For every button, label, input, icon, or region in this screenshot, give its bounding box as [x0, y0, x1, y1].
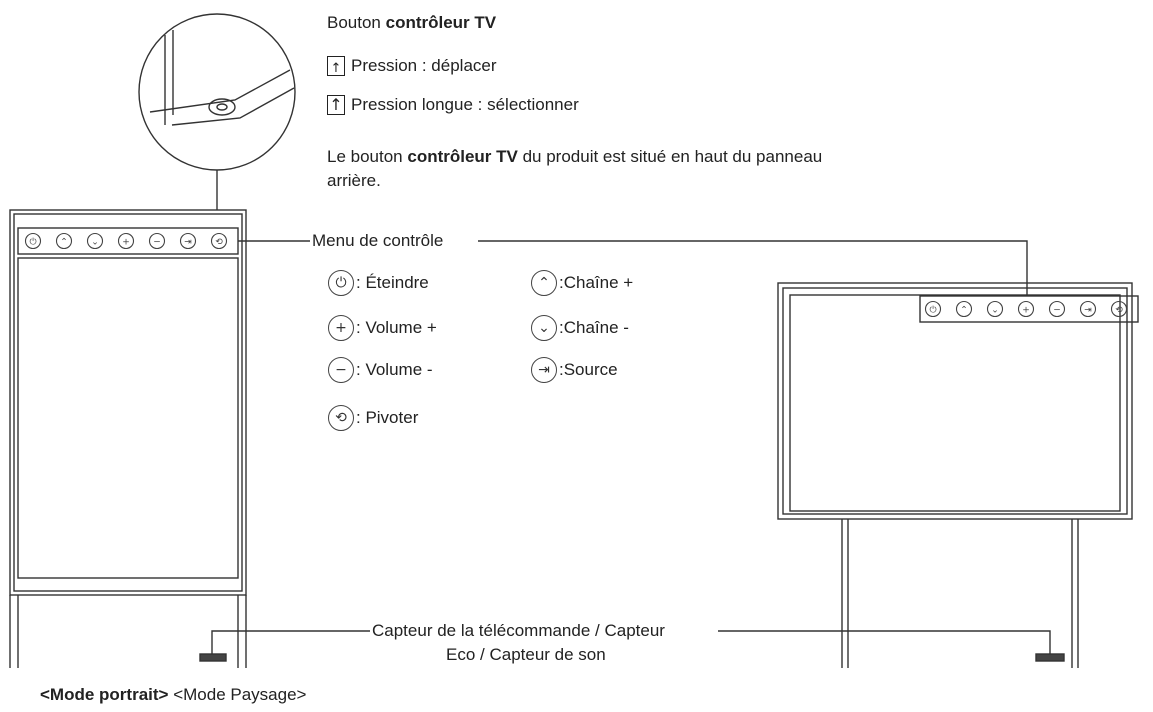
controller-button-icon — [208, 98, 236, 116]
volume-down-icon-glyph: − — [1053, 306, 1061, 316]
channel-up-icon — [955, 300, 973, 318]
volume-down-icon — [148, 232, 166, 250]
menu-label: Menu de contrôle — [312, 231, 444, 250]
legend-power: ⏻: Éteindre — [328, 268, 429, 298]
channel-down-icon-glyph: ⌄ — [91, 238, 99, 248]
portrait-button-row: ⏻ ⌃ ⌄ + − ⇥ ⟲ — [24, 232, 228, 250]
modes-caption: <Mode portrait> <Mode Paysage> — [40, 684, 306, 706]
volume-up-icon: + — [328, 315, 354, 341]
rotate-icon — [210, 232, 228, 250]
sensor-leader-left — [211, 630, 370, 654]
source-icon — [1079, 300, 1097, 318]
volume-up-icon — [1017, 300, 1035, 318]
rotate-icon-glyph: ⟲ — [215, 238, 223, 248]
channel-down-icon: ⌄ — [531, 315, 557, 341]
long-press-row: ↑ Pression longue : sélectionner — [327, 95, 579, 115]
channel-up-icon — [55, 232, 73, 250]
rotate-icon: ⟲ — [328, 405, 354, 431]
volume-up-icon-glyph: + — [122, 238, 130, 248]
channel-down-icon — [86, 232, 104, 250]
sensor-leader-right — [718, 630, 1051, 654]
source-icon — [179, 232, 197, 250]
press-icon: ↑ — [327, 56, 345, 76]
landscape-screen — [789, 294, 1121, 512]
landscape-button-row: ⏻ ⌃ ⌄ + − ⇥ ⟲ — [924, 300, 1128, 318]
channel-up-icon: ⌃ — [531, 270, 557, 296]
power-icon-glyph: ⏻ — [929, 305, 936, 316]
controller-description-line1: Le bouton contrôleur TV du produit est s… — [327, 147, 823, 166]
channel-down-icon — [986, 300, 1004, 318]
source-icon-glyph: ⇥ — [1084, 306, 1092, 316]
volume-down-icon: − — [328, 357, 354, 383]
rotate-icon-glyph: ⟲ — [1115, 306, 1123, 316]
legend-rotate: ⟲: Pivoter — [328, 403, 418, 433]
portrait-screen — [17, 257, 239, 579]
legend-volume-up: +: Volume + — [328, 313, 437, 343]
channel-up-icon-glyph: ⌃ — [960, 306, 968, 316]
legend-source: ⇥:Source — [531, 355, 618, 385]
volume-down-icon-glyph: − — [153, 238, 161, 248]
source-icon: ⇥ — [531, 357, 557, 383]
landscape-tv-frame — [777, 282, 1133, 520]
long-press-icon: ↑ — [327, 95, 345, 115]
controller-title: Bouton contrôleur TV — [327, 13, 497, 32]
mode-portrait: <Mode portrait> — [40, 685, 169, 704]
rotate-icon — [1110, 300, 1128, 318]
press-row: ↑ Pression : déplacer — [327, 56, 497, 76]
magnifier-circle — [138, 13, 296, 171]
power-icon-glyph: ⏻ — [29, 237, 36, 248]
channel-up-icon-glyph: ⌃ — [60, 238, 68, 248]
channel-down-icon-glyph: ⌄ — [991, 306, 999, 316]
sensor-label-line2: Eco / Capteur de son — [446, 645, 606, 664]
landscape-control-strip — [919, 295, 1139, 323]
volume-down-icon — [1048, 300, 1066, 318]
volume-up-icon-glyph: + — [1022, 306, 1030, 316]
volume-up-icon — [117, 232, 135, 250]
menu-leader-right — [478, 240, 1028, 296]
legend-channel-up: ⌃:Chaîne + — [531, 268, 633, 298]
mode-landscape: <Mode Paysage> — [168, 685, 307, 704]
legend-channel-down: ⌄:Chaîne - — [531, 313, 629, 343]
sensor-label-line1: Capteur de la télécommande / Capteur — [372, 621, 665, 640]
source-icon-glyph: ⇥ — [184, 238, 192, 248]
power-icon: ⏻ — [328, 270, 354, 296]
legend-volume-down: −: Volume - — [328, 355, 433, 385]
controller-description-line2: arrière. — [327, 171, 381, 190]
portrait-tv-frame — [9, 209, 247, 596]
power-icon — [24, 232, 42, 250]
power-icon — [924, 300, 942, 318]
